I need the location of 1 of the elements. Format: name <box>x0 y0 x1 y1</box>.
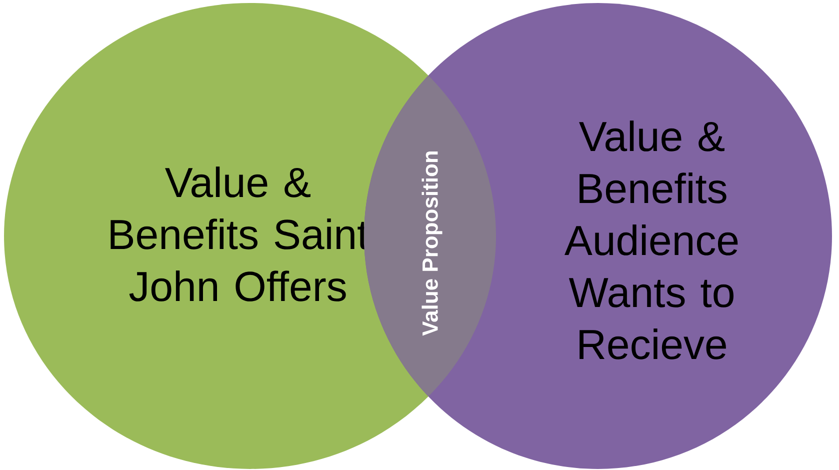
overlap-lens: Value Proposition <box>422 151 442 336</box>
